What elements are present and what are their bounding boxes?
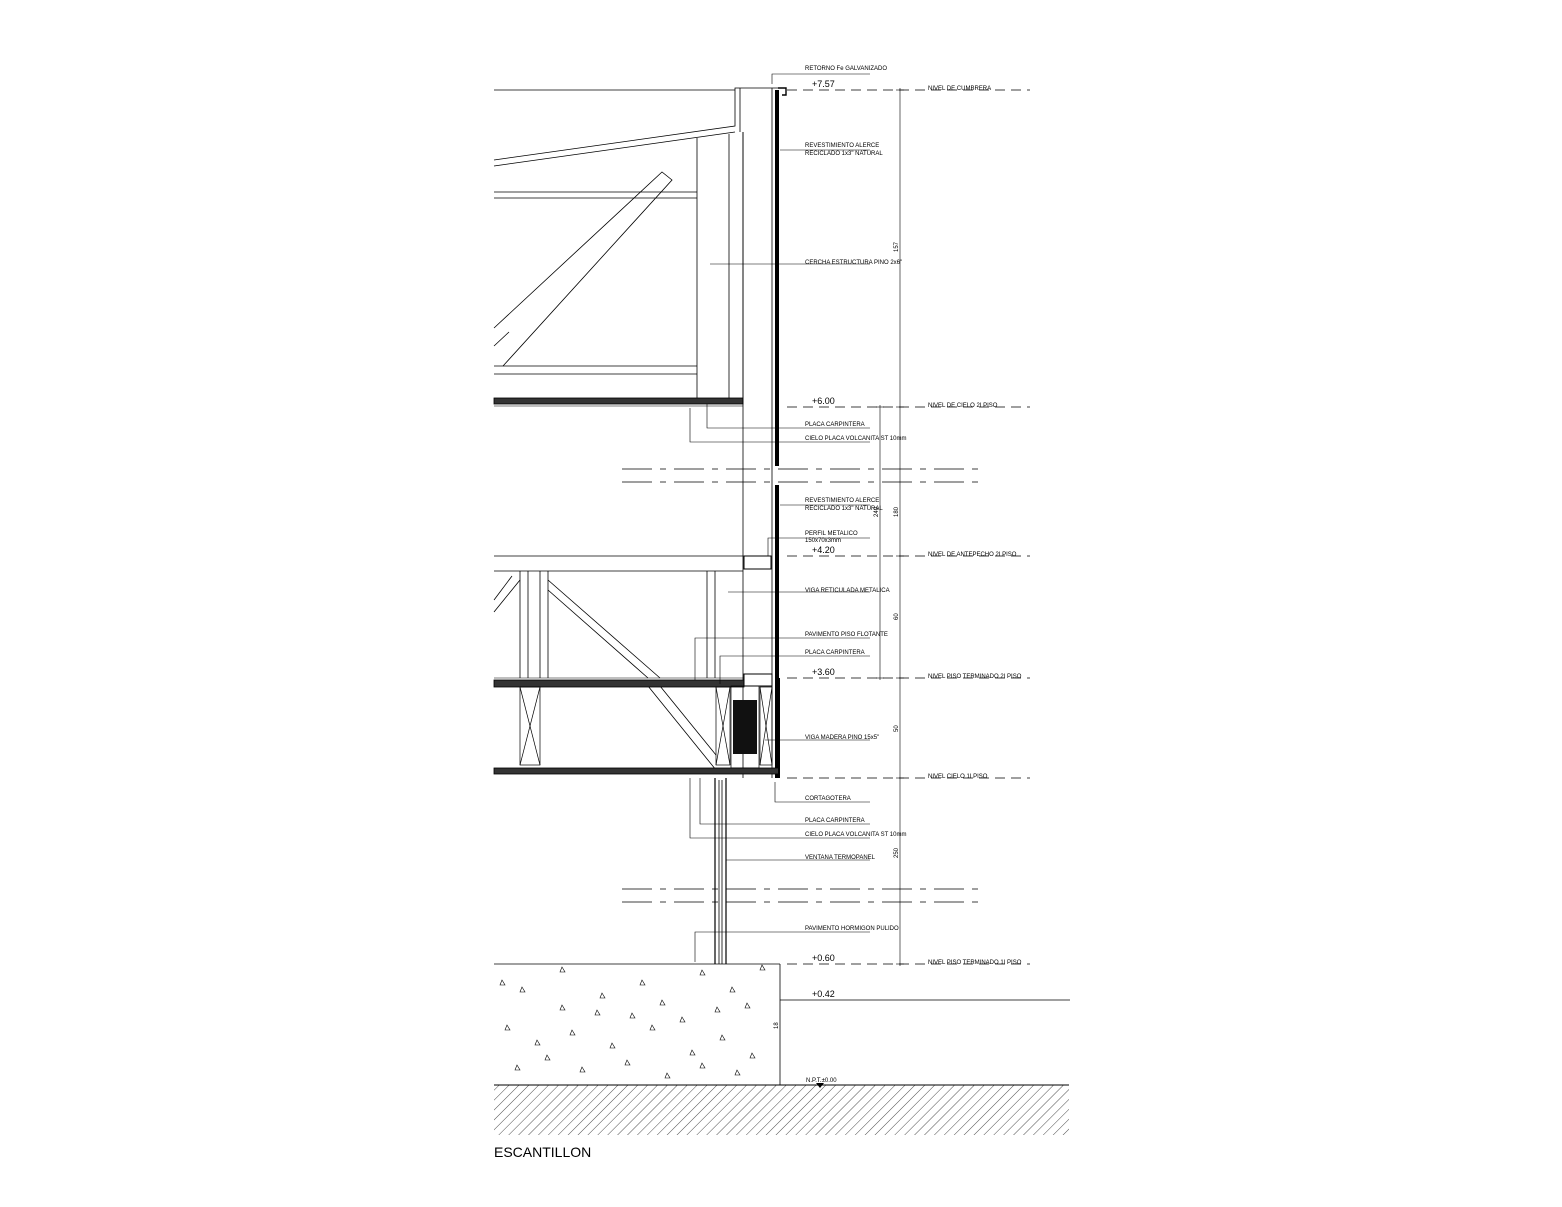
gravel-aggregate xyxy=(579,1066,586,1073)
gravel-aggregate xyxy=(594,1009,601,1016)
level-sill-2: NIVEL DE ANTEPECHO 2I PISO xyxy=(928,552,1017,558)
gravel-aggregate xyxy=(649,1024,656,1031)
label-lattice-beam: VIGA RETICULADA METALICA xyxy=(805,588,890,594)
label-drip-edge: CORTAGOTERA xyxy=(805,796,851,802)
label-cladding-upper-2: RECICLADO 1x3" NATURAL xyxy=(805,151,883,157)
gravel-aggregate xyxy=(749,1052,756,1059)
gravel-aggregate xyxy=(689,1049,696,1056)
annotation-labels: RETORNO Fe GALVANIZADO REVESTIMIENTO ALE… xyxy=(805,66,906,932)
label-ceiling-lower: CIELO PLACA VOLCANITA ST 10mm xyxy=(805,832,906,838)
dim-157: 157 xyxy=(894,241,900,252)
label-truss: CERCHA ESTRUCTURA PINO 2x6" xyxy=(805,260,902,266)
joist-core xyxy=(733,700,757,754)
elev-060: +0.60 xyxy=(812,953,835,963)
elev-420: +4.20 xyxy=(812,545,835,555)
elev-600: +6.00 xyxy=(812,396,835,406)
cladding-lower xyxy=(775,485,779,778)
break-lines xyxy=(622,468,980,903)
ceiling-2nd-floor xyxy=(493,397,744,405)
gravel-aggregate xyxy=(534,1039,541,1046)
gravel-aggregate xyxy=(679,1016,686,1023)
label-steel-profile: PERFIL METALICO xyxy=(805,531,858,537)
level-labels: NIVEL DE CUMBRERA NIVEL DE CIELO 2I PISO… xyxy=(928,86,1022,966)
label-carpenter-plate-mid: PLACA CARPINTERA xyxy=(805,650,865,656)
elevation-marks: +7.57 +6.00 +4.20 +3.60 +0.60 +0.42 N.P.… xyxy=(806,79,837,1088)
exterior-wall xyxy=(742,88,773,778)
metal-lattice-beam xyxy=(493,555,743,771)
label-floating-floor: PAVIMENTO PISO FLOTANTE xyxy=(805,632,888,638)
level-ceiling-2: NIVEL DE CIELO 2I PISO xyxy=(928,403,998,409)
elev-042: +0.42 xyxy=(812,989,835,999)
label-window: VENTANA TERMOPANEL xyxy=(805,855,876,861)
label-carpenter-plate-lower: PLACA CARPINTERA xyxy=(805,818,865,824)
gravel-aggregate xyxy=(759,964,766,971)
label-cladding-upper: REVESTIMIENTO ALERCE xyxy=(805,143,879,149)
gravel-aggregate xyxy=(514,1064,521,1071)
label-steel-profile-2: 150x70x3mm xyxy=(805,538,841,544)
cladding-upper xyxy=(775,90,779,466)
metal-flashing xyxy=(778,87,787,96)
gravel-aggregate xyxy=(639,979,646,986)
gravel-aggregate xyxy=(629,1012,636,1019)
gravel-aggregate xyxy=(664,1072,671,1079)
label-cladding-lower: REVESTIMIENTO ALERCE xyxy=(805,498,879,504)
gravel-aggregate xyxy=(699,1062,706,1069)
window-thermopanel xyxy=(714,778,727,964)
label-ceiling-upper: CIELO PLACA VOLCANITA ST 10mm xyxy=(805,436,906,442)
label-cladding-lower-2: RECICLADO 1x3" NATURAL xyxy=(805,506,883,512)
elev-360: +3.60 xyxy=(812,667,835,677)
level-floor-1: NIVEL PISO TERMINADO 1I PISO xyxy=(928,960,1022,966)
dimension-values: 157 240 180 60 50 250 18 xyxy=(774,241,900,1029)
level-ceiling-1: NIVEL CIELO 1I PISO xyxy=(928,774,988,780)
gravel-aggregate xyxy=(659,999,666,1006)
dimension-chain xyxy=(876,88,904,966)
gravel-aggregate xyxy=(609,1042,616,1049)
gravel-aggregate xyxy=(519,986,526,993)
dim-180: 180 xyxy=(894,506,900,517)
dim-18: 18 xyxy=(774,1022,780,1029)
wood-joists xyxy=(519,685,773,769)
label-wood-beam: VIGA MADERA PINO 15x5" xyxy=(805,735,879,741)
roof-truss xyxy=(493,87,778,398)
level-floor-2: NIVEL PISO TERMINADO 2I PISO xyxy=(928,674,1022,680)
gravel-aggregate xyxy=(744,1002,751,1009)
elev-757: +7.57 xyxy=(812,79,835,89)
label-carpenter-plate-upper: PLACA CARPINTERA xyxy=(805,422,865,428)
gravel-aggregate xyxy=(504,1024,511,1031)
level-ridge: NIVEL DE CUMBRERA xyxy=(928,86,991,92)
gravel-aggregate xyxy=(714,1006,721,1013)
gravel-aggregate xyxy=(729,986,736,993)
npt-marker-icon xyxy=(816,1083,824,1088)
level-lines xyxy=(494,89,1030,965)
dim-240: 240 xyxy=(874,506,880,517)
foundation xyxy=(494,963,1070,1135)
floating-floor xyxy=(493,679,745,688)
elev-npt: N.P.T.±0.00 xyxy=(806,1078,837,1084)
gravel-aggregate xyxy=(599,992,606,999)
leader-lines xyxy=(689,73,870,962)
gravel-aggregate xyxy=(559,1004,566,1011)
dim-250: 250 xyxy=(894,847,900,858)
rim-beam xyxy=(743,673,773,687)
dim-50: 50 xyxy=(894,725,900,732)
dim-60: 60 xyxy=(894,613,900,620)
label-metal-flashing: RETORNO Fe GALVANIZADO xyxy=(805,66,887,72)
gravel-aggregate xyxy=(734,1069,741,1076)
label-concrete-floor: PAVIMENTO HORMIGON PULIDO xyxy=(805,926,899,932)
ceiling-1st-floor xyxy=(493,767,780,775)
gravel-aggregate xyxy=(499,979,506,986)
gravel-aggregate xyxy=(699,969,706,976)
gravel-aggregate xyxy=(719,1034,726,1041)
steel-profile xyxy=(743,555,772,570)
gravel-aggregate xyxy=(569,1029,576,1036)
gravel-aggregate xyxy=(544,1054,551,1061)
drawing-title: ESCANTILLON xyxy=(494,1144,591,1160)
gravel-aggregate xyxy=(559,966,566,973)
gravel-aggregate xyxy=(624,1059,631,1066)
